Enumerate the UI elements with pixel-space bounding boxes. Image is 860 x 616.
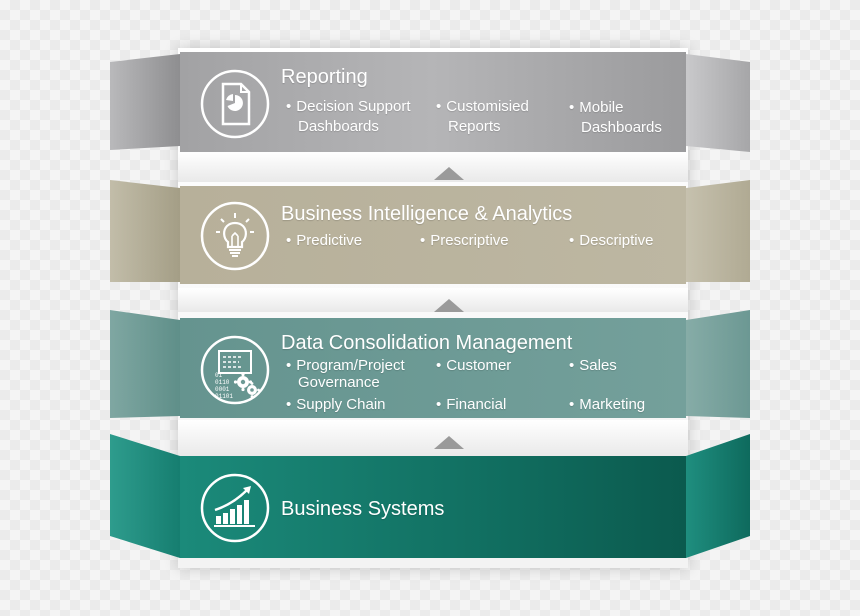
connector-2: [178, 288, 688, 312]
growth-bar-chart-icon: [199, 472, 271, 544]
list-item: •Predictive: [286, 232, 363, 249]
layer-title: Business Systems: [281, 498, 445, 520]
svg-text:01: 01: [215, 372, 223, 379]
layer-reporting-shape: [110, 52, 750, 152]
layer-data-consolidation: 01 0110 0001 01101 Data Consolidation Ma…: [0, 308, 860, 426]
svg-text:0001: 0001: [215, 386, 230, 393]
layer-business-systems: Business Systems: [0, 432, 860, 564]
list-item: •Descriptive: [569, 232, 654, 249]
list-item: •Program/Project Governance: [286, 357, 405, 391]
list-item: •Sales: [569, 357, 617, 374]
data-gears-icon: 01 0110 0001 01101: [199, 334, 271, 406]
list-item: •Decision Support Dashboards: [286, 98, 411, 135]
list-item: •Prescriptive: [420, 232, 509, 249]
layer-title: Reporting: [281, 66, 368, 88]
report-document-icon: [199, 68, 271, 140]
lightbulb-icon: [199, 200, 271, 272]
layer-bi-analytics: Business Intelligence & Analytics •Predi…: [0, 178, 860, 292]
list-item: •Marketing: [569, 396, 646, 413]
layer-data-shape: [110, 310, 750, 418]
list-item: •Mobile Dashboards: [569, 99, 662, 136]
layer-business-shape: [110, 434, 750, 558]
list-item: •Financial: [436, 396, 507, 413]
layer-title: Business Intelligence & Analytics: [281, 203, 573, 225]
svg-text:0110: 0110: [215, 379, 230, 386]
layer-reporting: Reporting •Decision Support Dashboards •…: [0, 48, 860, 156]
up-arrow-icon: [434, 299, 464, 312]
list-item: •Supply Chain: [286, 396, 386, 413]
layer-bi-shape: [110, 180, 750, 284]
svg-text:01101: 01101: [215, 393, 233, 400]
layer-title: Data Consolidation Management: [281, 332, 573, 354]
connector-1: [178, 152, 688, 182]
list-item: •Customer: [436, 357, 512, 374]
up-arrow-icon: [434, 436, 464, 449]
up-arrow-icon: [434, 167, 464, 180]
list-item: •Customisied Reports: [436, 98, 529, 135]
connector-3: [178, 420, 688, 456]
